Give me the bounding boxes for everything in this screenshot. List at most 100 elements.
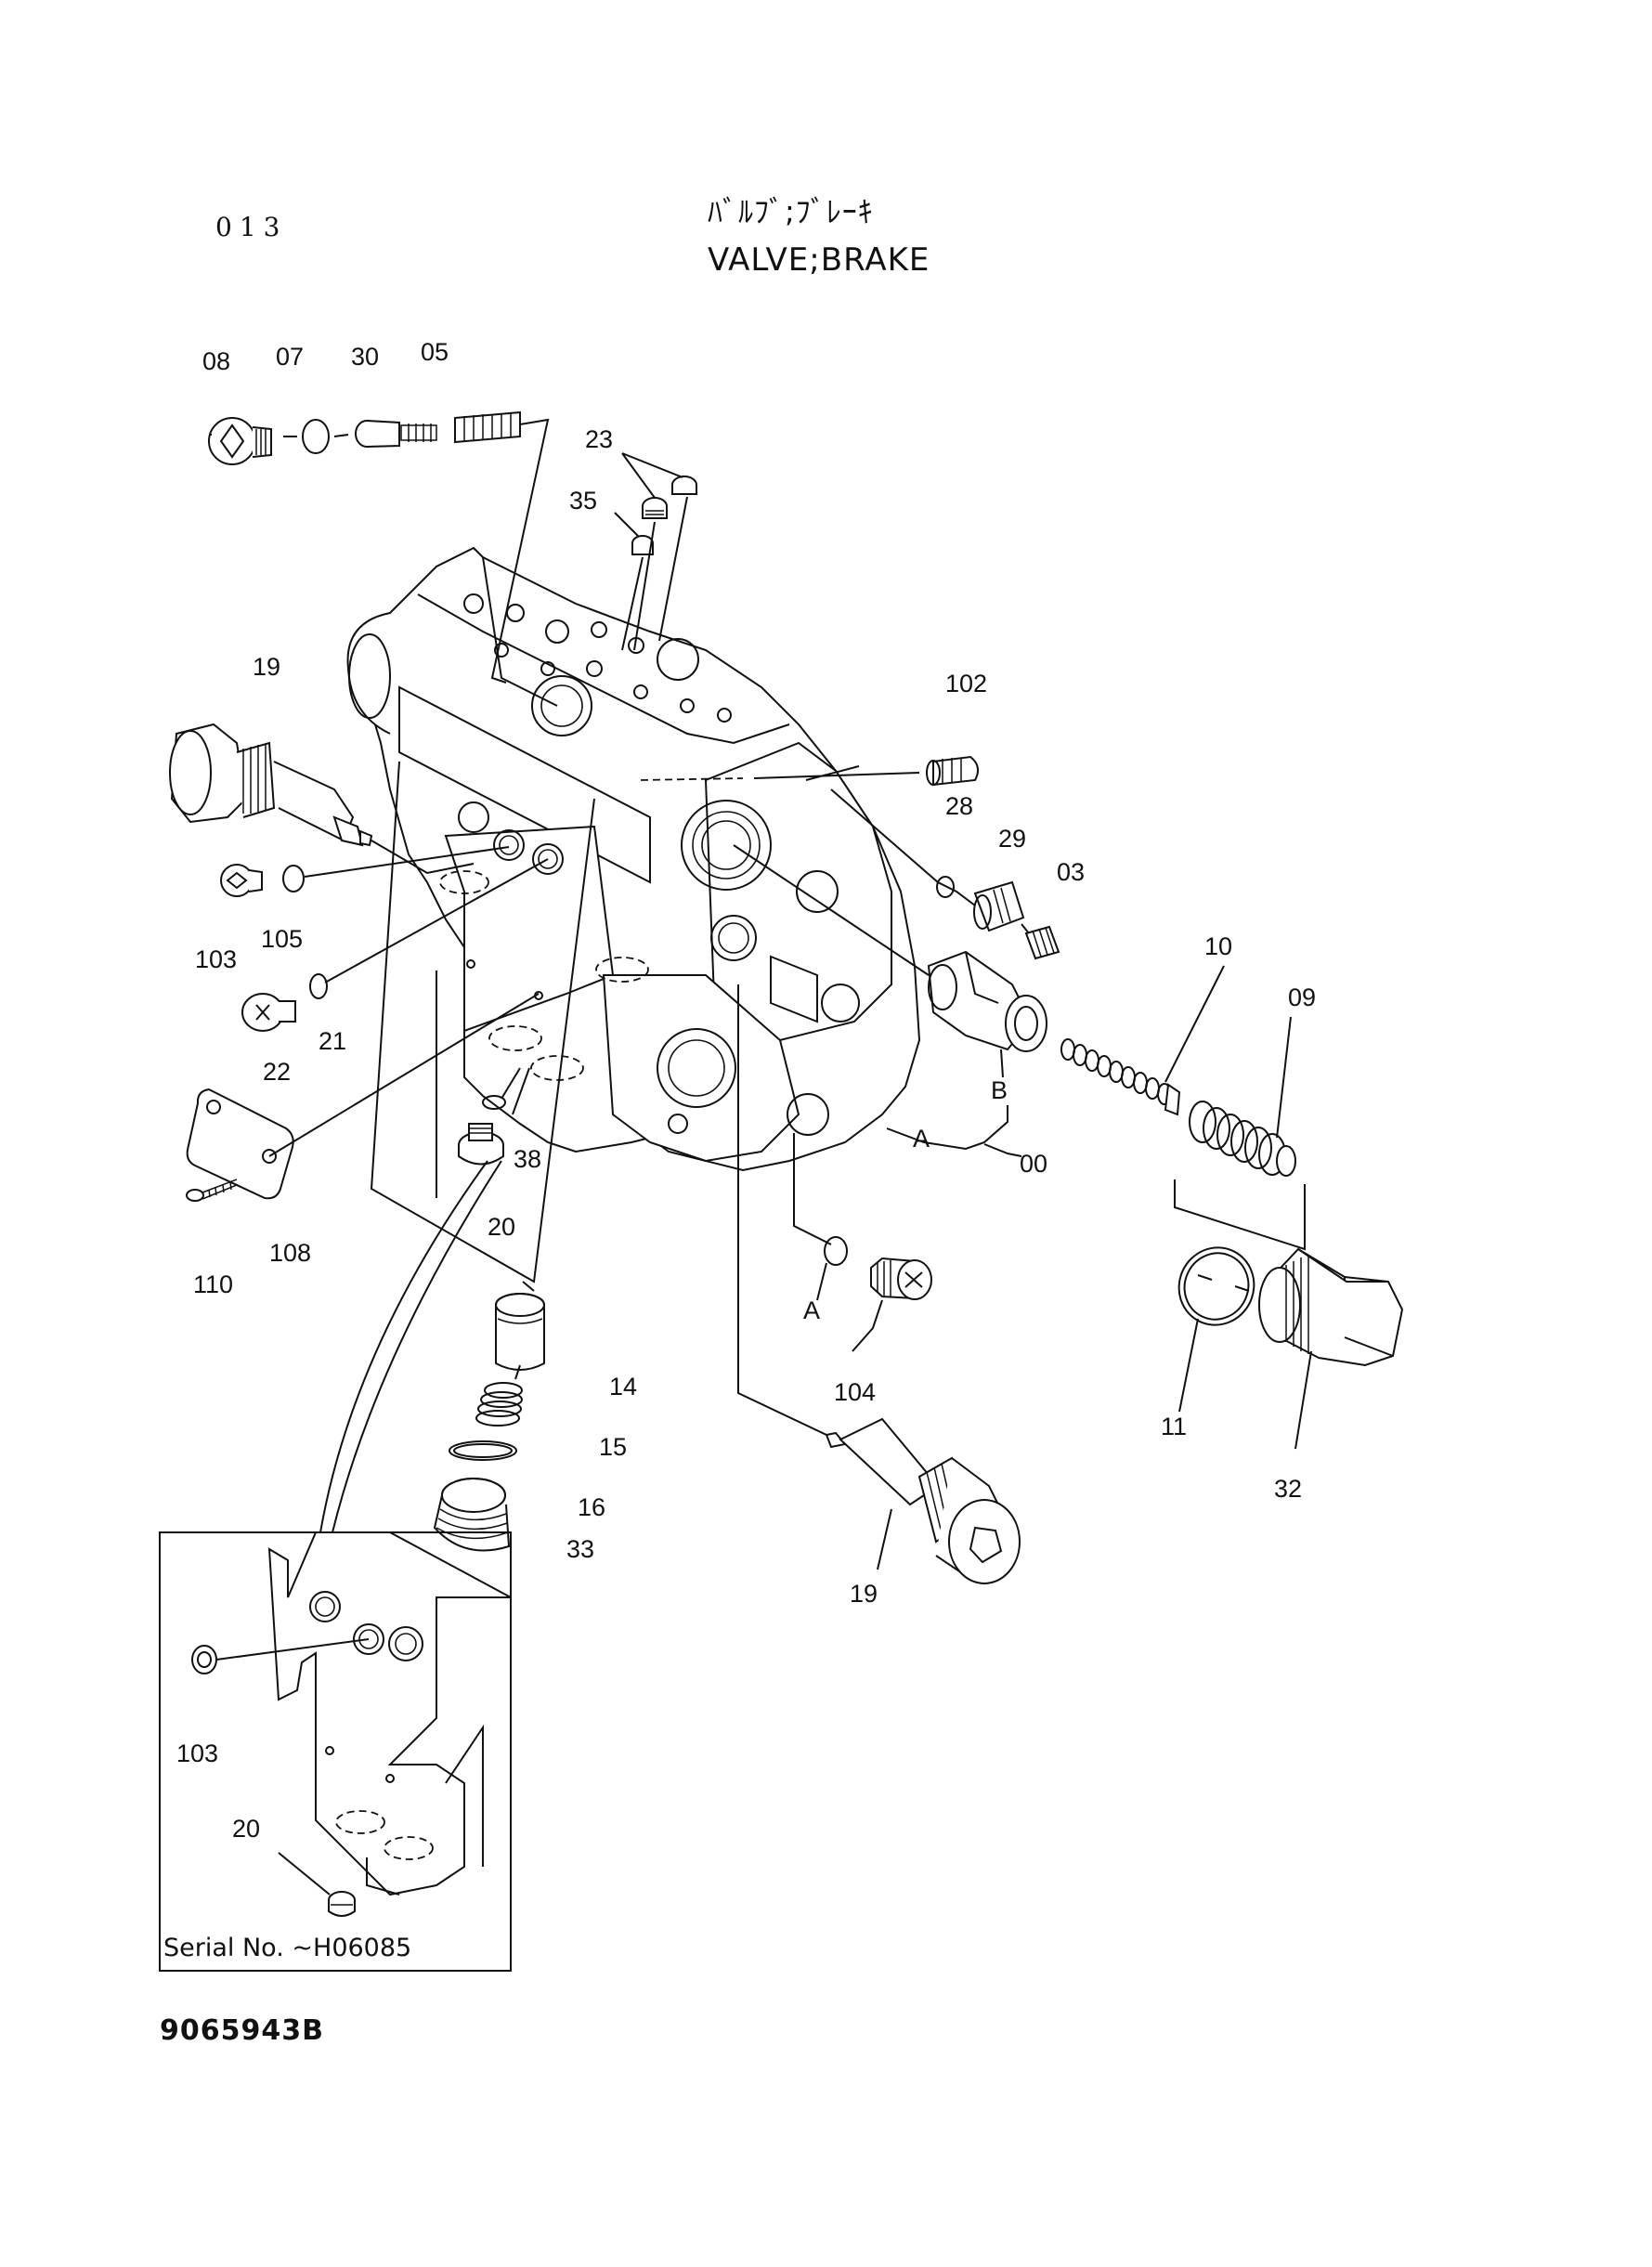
leader-inset-right xyxy=(332,1160,502,1533)
label-part: 21 xyxy=(319,1027,346,1055)
part-16-oring xyxy=(449,1440,517,1461)
part-38-oring xyxy=(482,1095,506,1110)
inset-part-20 xyxy=(328,1891,356,1917)
label-part: B xyxy=(991,1076,1008,1104)
axis-19-upper xyxy=(371,840,475,875)
leader-05-body xyxy=(490,418,550,684)
part-23-screws xyxy=(642,476,697,519)
label-part: 33 xyxy=(566,1535,594,1563)
inset-axis-20 xyxy=(366,1857,400,1896)
label-part: 20 xyxy=(232,1815,260,1843)
part-labels: 08 07 30 05 23 35 19 102 28 29 03 10 09 … xyxy=(176,338,1316,1843)
label-part: 38 xyxy=(514,1145,541,1173)
part-104-oring xyxy=(824,1236,848,1266)
part-105-oring xyxy=(282,865,305,892)
axis-22-21 xyxy=(324,858,549,984)
label-part: 22 xyxy=(263,1058,291,1086)
label-part: 14 xyxy=(609,1373,637,1401)
part-32-plug xyxy=(1258,1247,1404,1367)
part-00-sleeve xyxy=(927,950,1047,1052)
inset-leader-20 xyxy=(278,1852,331,1896)
inset-serial-number: Serial No. ~H06085 xyxy=(163,1934,412,1962)
label-part: 07 xyxy=(276,343,304,371)
label-part: 03 xyxy=(1057,858,1085,886)
label-part: 09 xyxy=(1288,984,1316,1011)
part-30-pin xyxy=(355,420,437,448)
axis-102 xyxy=(753,765,920,781)
axis-102-hidden xyxy=(640,777,744,781)
label-part: A xyxy=(803,1296,820,1324)
leader-09 xyxy=(1276,1016,1292,1139)
part-108-cover xyxy=(186,1088,294,1200)
part-15-spring xyxy=(475,1382,523,1427)
page-code: 013 xyxy=(215,212,288,242)
leader-00 xyxy=(983,1143,1022,1157)
leader-B-A-00 xyxy=(886,1049,1008,1151)
part-05-spring xyxy=(454,410,521,444)
label-part: 105 xyxy=(261,925,303,953)
inset-part-103 xyxy=(191,1645,217,1674)
label-part: 102 xyxy=(945,670,987,697)
leader-11 xyxy=(1178,1318,1199,1413)
axis-108 xyxy=(268,993,540,1157)
inset-axis-103 xyxy=(215,1638,370,1661)
part-07-oring xyxy=(302,419,330,454)
part-104-plug xyxy=(870,1257,932,1300)
leader-35 xyxy=(614,512,640,538)
part-10-spring xyxy=(1060,1038,1181,1116)
part-14-piston xyxy=(495,1293,545,1371)
part-102-plug xyxy=(926,755,980,787)
part-103-plug xyxy=(220,864,263,897)
part-03-plug xyxy=(1024,925,1060,960)
leader-38 xyxy=(501,1067,530,1115)
part-29-piston xyxy=(973,880,1025,932)
part-21-oring xyxy=(309,973,328,999)
leader-32 xyxy=(1294,1350,1312,1450)
label-part: 104 xyxy=(834,1378,876,1406)
label-part: 110 xyxy=(193,1270,233,1298)
label-part: 10 xyxy=(1204,932,1232,960)
axis-11-32 xyxy=(1197,1274,1250,1292)
title-english: VALVE;BRAKE xyxy=(708,241,930,279)
screw-axis-lines xyxy=(621,496,688,651)
valve-body xyxy=(346,546,921,1172)
part-19-relief-valve-lower xyxy=(825,1417,1021,1584)
label-part: 29 xyxy=(998,825,1026,853)
label-part: A xyxy=(913,1125,930,1153)
part-09-spring xyxy=(1189,1101,1296,1177)
label-part: 28 xyxy=(945,792,973,820)
label-part: 15 xyxy=(599,1433,627,1461)
leader-104 xyxy=(816,1262,883,1352)
axis-103-105 xyxy=(304,846,510,878)
label-part: 35 xyxy=(569,487,597,515)
axis-line-top-parts xyxy=(209,434,349,437)
inset-body xyxy=(267,1531,512,1896)
axis-14-33 xyxy=(514,1281,535,1380)
label-part: 103 xyxy=(176,1739,218,1767)
part-110-screw xyxy=(186,1179,238,1202)
label-part: 19 xyxy=(850,1580,878,1608)
part-33-plug xyxy=(433,1478,511,1552)
label-part: 19 xyxy=(253,653,280,681)
label-part: 11 xyxy=(1161,1413,1187,1440)
label-part: 103 xyxy=(195,945,237,973)
part-11-oring xyxy=(1177,1246,1255,1326)
leader-inset-left xyxy=(319,1160,488,1533)
label-part: 05 xyxy=(421,338,449,366)
leader-23 xyxy=(621,452,683,499)
axis-19-lower xyxy=(737,984,827,1436)
leader-19-lower xyxy=(877,1508,892,1570)
label-part: 16 xyxy=(578,1493,605,1521)
part-08-plug xyxy=(208,417,272,465)
leader-10 xyxy=(1164,965,1225,1083)
label-part: 00 xyxy=(1020,1150,1047,1178)
label-part: 20 xyxy=(488,1213,515,1241)
axis-28-29-03 xyxy=(830,788,1030,934)
label-part: 32 xyxy=(1274,1475,1302,1503)
drawing-number: 9065943B xyxy=(160,2014,324,2047)
part-20-plug xyxy=(458,1123,504,1166)
axis-00 xyxy=(733,844,930,976)
frame-09 xyxy=(1174,1179,1306,1251)
title-japanese: ﾊﾞﾙﾌﾞ;ﾌﾞﾚｰｷ xyxy=(708,194,874,229)
